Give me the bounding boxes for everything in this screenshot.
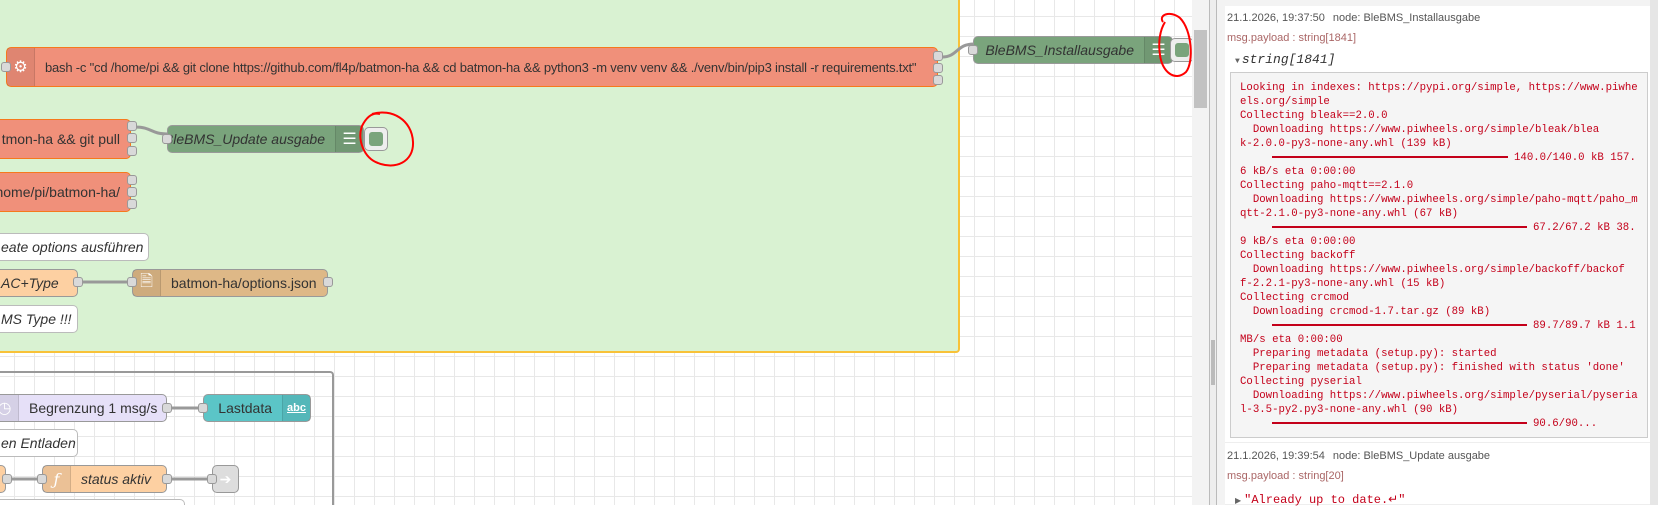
delay-node[interactable]: ◷ Begrenzung 1 msg/s [0,394,167,422]
payload-line: MB/s eta 0:00:00 [1240,334,1343,346]
change-node-mac[interactable]: AC+Type [0,269,78,297]
payload-line: Collecting bleak==2.0.0 [1240,110,1388,122]
debug-message[interactable]: 21.1.2026, 19:37:50 node: BleBMS_Installa… [1225,12,1650,443]
payload-line: Collecting pyserial [1240,376,1362,388]
debug-message-list: 21.1.2026, 19:37:50 node: BleBMS_Installa… [1225,6,1650,507]
abc-icon: abc [282,395,310,421]
payload-line: Collecting paho-mqtt==2.1.0 [1240,180,1414,192]
clock-icon: ◷ [0,395,19,421]
flow-canvas[interactable]: ⚙ bash -c "cd /home/pi && git clone http… [0,0,1192,505]
payload-line: Collecting backoff [1240,250,1356,262]
sidebar-resize-divider[interactable] [1209,0,1217,505]
payload-line: Downloading https://www.piwheels.org/sim… [1240,390,1638,402]
flow-group-bms[interactable] [0,371,334,505]
output-port[interactable] [127,121,137,131]
input-port[interactable] [207,474,217,484]
payload-line: Preparing metadata (setup.py): started [1240,348,1497,360]
comment-node-partial[interactable] [0,499,185,505]
file-node-options[interactable]: 🗎 batmon-ha/options.json [132,269,328,297]
output-port[interactable] [162,403,172,413]
payload-line: 140.0/140.0 kB 157. [1240,151,1639,165]
comment-node-options[interactable]: eate options ausführen [0,233,149,261]
output-port[interactable] [323,277,333,287]
scrollbar-thumb[interactable] [1194,30,1207,108]
function-node-status[interactable]: ƒ status aktiv [42,465,167,493]
resize-handle[interactable] [1211,340,1215,385]
file-icon: 🗎 [133,270,161,296]
payload-line: 9 kB/s eta 0:00:00 [1240,236,1356,248]
input-port[interactable] [1,62,11,72]
progress-bar [1272,156,1508,159]
progress-bar [1272,226,1527,229]
message-node-link[interactable]: node: BleBMS_Installausgabe [1332,12,1481,24]
output-port[interactable] [933,63,943,73]
debug-message[interactable]: 21.1.2026, 19:39:54 node: BleBMS_Update a… [1225,445,1650,507]
progress-bar [1272,324,1527,327]
output-port[interactable] [2,474,12,484]
input-port[interactable] [127,277,137,287]
payload-line: Downloading crcmod-1.7.tar.gz (89 kB) [1240,306,1491,318]
text-node-lastdata[interactable]: Lastdata abc [203,394,311,422]
output-port[interactable] [933,51,943,61]
output-port[interactable] [127,199,137,209]
output-port[interactable] [162,474,172,484]
function-icon: ƒ [43,466,71,492]
list-icon: ☰ [335,126,363,152]
caret-right-icon: ▶ [1235,497,1242,506]
payload-line: Downloading https://www.piwheels.org/sim… [1240,194,1638,206]
input-port[interactable] [162,134,172,144]
debug-sidebar: 21.1.2026, 19:37:50 node: BleBMS_Installa… [1217,0,1650,507]
input-port[interactable] [968,45,978,55]
output-port[interactable] [127,187,137,197]
exec-node-update[interactable]: tmon-ha && git pull [0,119,131,159]
comment-node-type[interactable]: MS Type !!! [0,305,78,333]
canvas-scrollbar[interactable] [1192,0,1209,505]
payload-line: l-3.5-py2.py3-none-any.whl (90 kB) [1240,404,1459,416]
list-icon: ☰ [1144,37,1172,63]
message-node-link[interactable]: node: BleBMS_Update ausgabe [1332,450,1491,462]
payload-line: Preparing metadata (setup.py): finished … [1240,362,1625,374]
progress-bar [1272,422,1527,425]
string-expander[interactable]: ▼string[1841] [1235,52,1336,67]
debug-node-install[interactable]: BleBMS_Installausgabe ☰ [973,36,1173,64]
link-out-icon: ➔ [219,470,232,487]
output-port[interactable] [933,75,943,85]
output-port[interactable] [73,277,83,287]
exec-node-dir[interactable]: home/pi/batmon-ha/ [0,172,131,212]
gear-icon: ⚙ [7,48,35,86]
payload-line: Collecting crcmod [1240,292,1350,304]
payload-line: Downloading https://www.piwheels.org/sim… [1240,264,1625,276]
debug-toggle-button[interactable] [364,127,388,151]
message-payload-content: Looking in indexes: https://pypi.org/sim… [1230,72,1648,438]
message-timestamp: 21.1.2026, 19:37:50 [1227,12,1325,24]
debug-node-update[interactable]: BleBMS_Update ausgabe ☰ [164,125,364,153]
message-payload-value[interactable]: ▶"Already up to date.↵" [1235,493,1406,507]
payload-line: Looking in indexes: https://pypi.org/sim… [1240,82,1638,94]
message-timestamp: 21.1.2026, 19:39:54 [1227,450,1325,462]
payload-line: 89.7/89.7 kB 1.1 [1240,319,1639,333]
message-payload-type: msg.payload : string[20] [1227,470,1344,482]
output-port[interactable] [127,175,137,185]
comment-node-entladen[interactable]: en Entladen [0,429,78,457]
caret-down-icon: ▼ [1235,57,1240,66]
output-port[interactable] [127,146,137,156]
payload-line: Downloading https://www.piwheels.org/sim… [1240,124,1600,136]
output-port[interactable] [127,133,137,143]
payload-line: qtt-2.1.0-py3-none-any.whl (67 kB) [1240,208,1459,220]
exec-node-install[interactable]: ⚙ bash -c "cd /home/pi && git clone http… [1,47,943,87]
payload-line: els.org/simple [1240,96,1330,108]
payload-line: k-2.0.0-py3-none-any.whl (139 kB) [1240,138,1452,150]
debug-toggle-button[interactable] [1170,38,1192,62]
payload-line: 6 kB/s eta 0:00:00 [1240,166,1356,178]
input-port[interactable] [37,474,47,484]
sidebar-scrollbar[interactable] [1650,0,1658,505]
payload-line: 90.6/90... [1240,417,1639,431]
message-payload-type: msg.payload : string[1841] [1227,32,1357,44]
payload-line: f-2.2.1-py3-none-any.whl (15 kB) [1240,278,1446,290]
payload-line: 67.2/67.2 kB 38. [1240,221,1639,235]
input-port[interactable] [198,403,208,413]
